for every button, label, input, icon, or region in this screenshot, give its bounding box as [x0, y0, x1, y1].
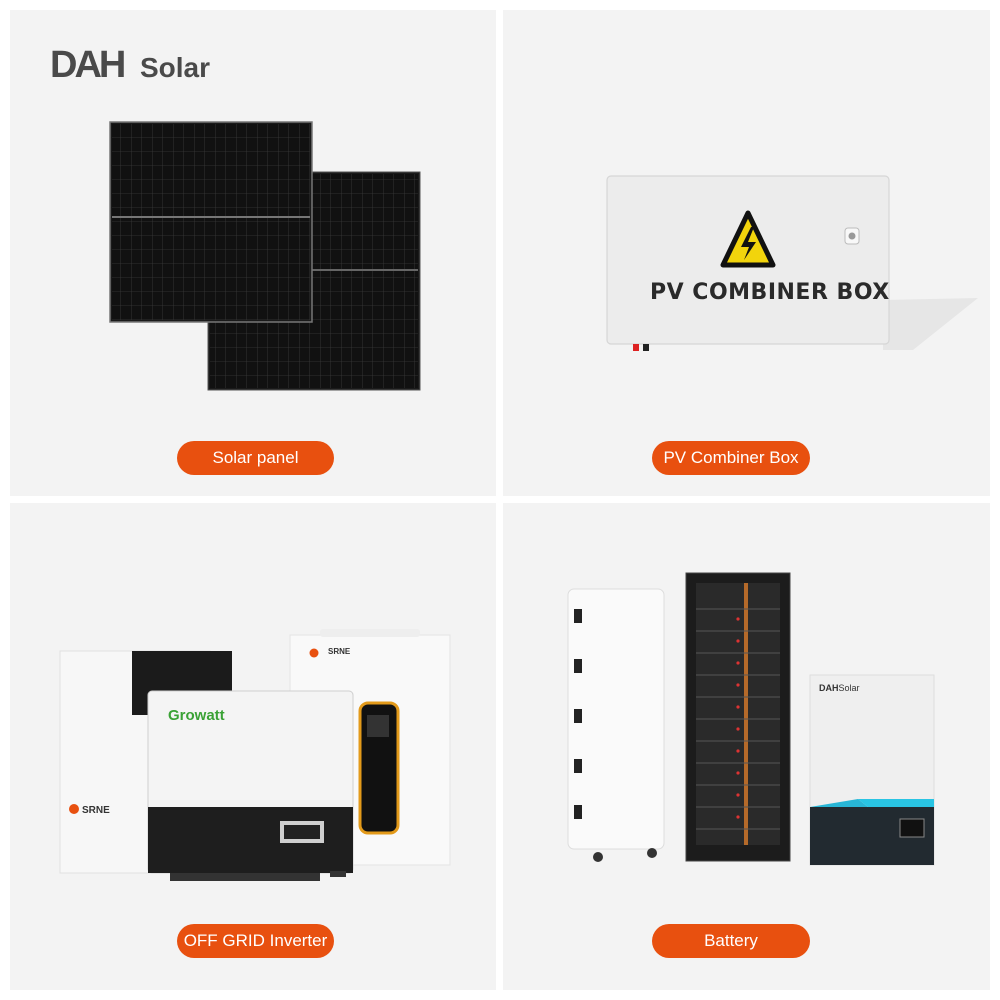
tile-solar-panel[interactable]: DAH Solar Solar panel — [10, 10, 496, 496]
srne-logo-front: SRNE — [82, 805, 110, 816]
srne-logo-back: SRNE — [328, 647, 351, 656]
combiner-box-label: PV COMBINER BOX — [650, 280, 890, 305]
wall-battery-logo-text: Solar — [838, 683, 860, 693]
high-voltage-warning-icon — [720, 210, 776, 268]
logo-mark: DAH — [50, 44, 124, 85]
wall-battery-logo-mark: DAH — [819, 683, 839, 693]
battery-products-image — [567, 572, 935, 866]
solar-panels-image — [109, 121, 421, 391]
combiner-box-image — [606, 175, 978, 351]
wall-battery-logo: DAHSolar — [819, 683, 860, 693]
rack-battery — [685, 572, 791, 862]
solar-panel-front — [109, 121, 313, 323]
dah-solar-logo: DAH Solar — [50, 44, 210, 85]
solar-panel-button[interactable]: Solar panel — [177, 441, 334, 475]
stacked-battery — [567, 588, 665, 862]
off-grid-inverter-button[interactable]: OFF GRID Inverter — [177, 924, 334, 958]
tile-battery[interactable]: DAHSolar Battery — [503, 503, 990, 990]
growatt-logo: Growatt — [168, 707, 225, 724]
tile-pv-combiner-box[interactable]: PV COMBINER BOX PV Combiner Box — [503, 10, 990, 496]
logo-wordmark: Solar — [140, 52, 210, 83]
wall-battery — [809, 674, 935, 866]
battery-button[interactable]: Battery — [652, 924, 810, 958]
tile-off-grid-inverter[interactable]: Growatt SRNE SRNE OFF GRID Inverter — [10, 503, 496, 990]
pv-combiner-box-button[interactable]: PV Combiner Box — [652, 441, 810, 475]
inverters-image — [59, 629, 451, 881]
